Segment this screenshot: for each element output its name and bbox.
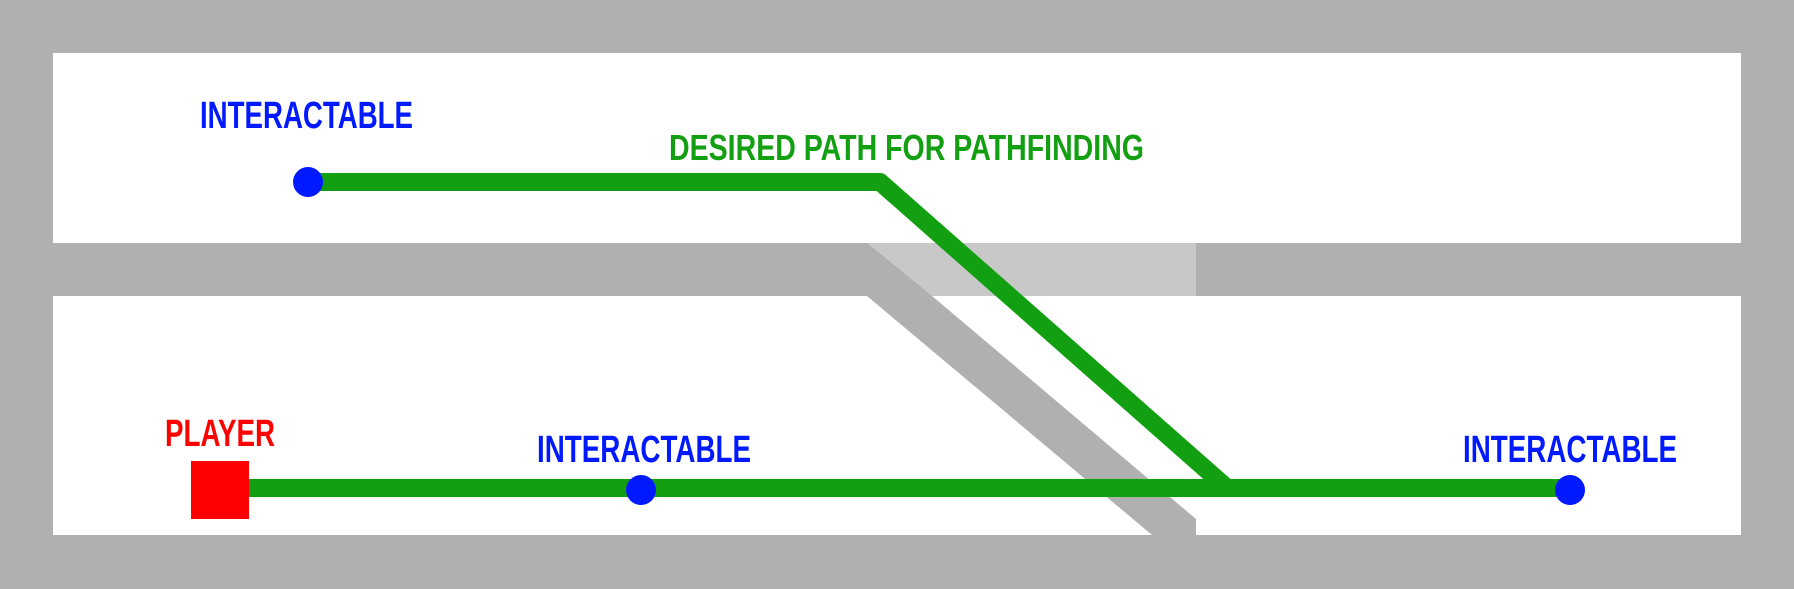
desired-path-upper [308,173,1232,494]
upper-floor [53,53,1741,243]
interactable-mid-label: INTERACTABLE [537,429,751,471]
interactable-right-label: INTERACTABLE [1463,429,1677,471]
interactable-right-icon[interactable] [1555,475,1585,505]
stair-landing [867,243,1196,296]
interactable-top-label: INTERACTABLE [200,95,413,137]
player-label: PLAYER [165,413,275,455]
desired-path-label: DESIRED PATH FOR PATHFINDING [669,127,1144,168]
interactable-top-icon[interactable] [293,167,323,197]
player-icon[interactable] [191,461,249,519]
stair-ramp [867,243,1196,535]
interactable-mid-icon[interactable] [626,475,656,505]
lower-floor [53,296,1741,535]
